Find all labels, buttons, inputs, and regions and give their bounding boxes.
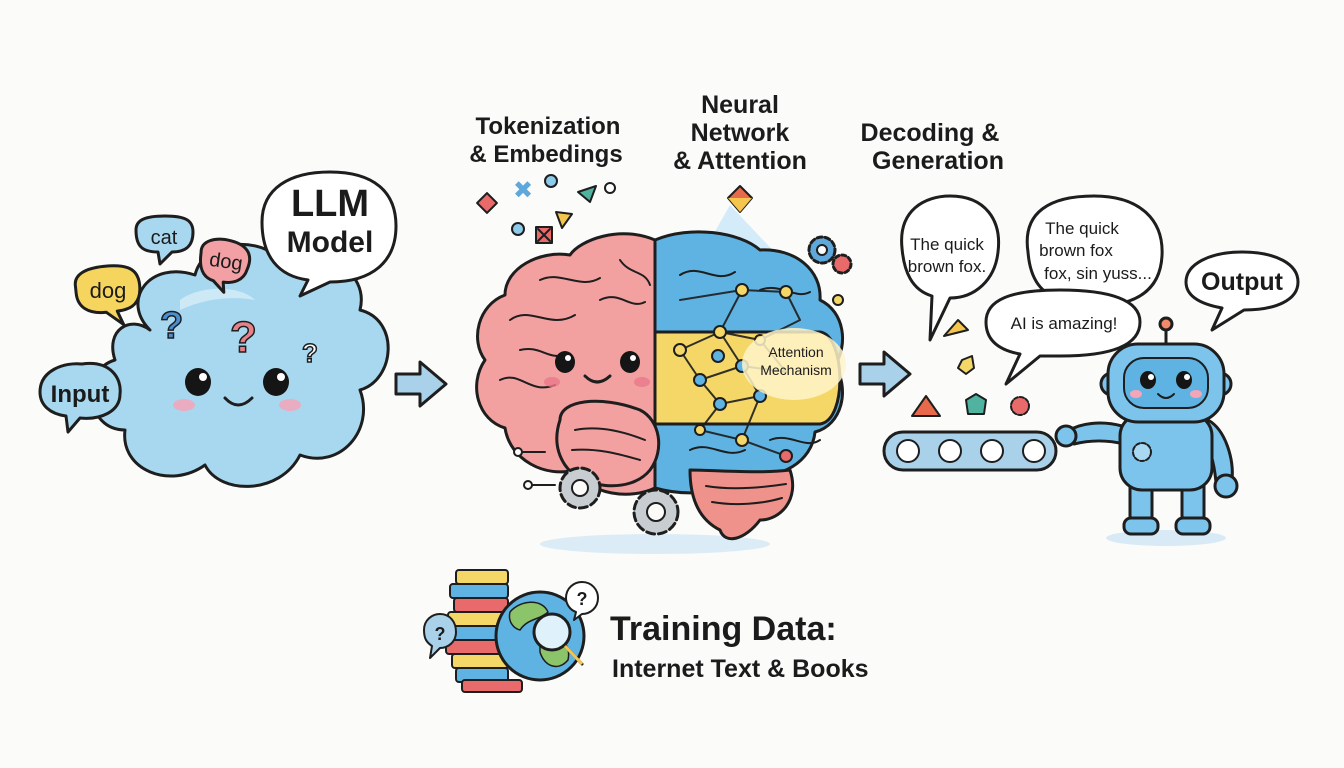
bubble1-line1: The quick xyxy=(910,235,984,254)
output-tokens xyxy=(911,319,1030,417)
bubble3-text: AI is amazing! xyxy=(1011,314,1118,333)
question-icon: ? xyxy=(302,338,318,368)
stage-tokenization: Tokenization & Embedings xyxy=(469,113,622,168)
conveyor-belt xyxy=(882,430,1058,472)
input-cloud: ? ? ? xyxy=(90,242,390,488)
attention-line1: Attention xyxy=(768,344,823,360)
word-bubble-dog-pink: dog xyxy=(199,237,252,294)
training-data-illustration: ? ? xyxy=(423,569,599,693)
neural-line2: Network xyxy=(691,119,790,147)
robot xyxy=(1054,316,1239,546)
training-subtitle: Internet Text & Books xyxy=(612,655,869,683)
right-eye xyxy=(263,368,289,396)
input-label-bubble: Input xyxy=(38,361,122,434)
training-title: Training Data: xyxy=(610,610,837,648)
network-nodes xyxy=(673,283,844,463)
speech-bubble-1: The quick brown fox. xyxy=(900,194,1001,342)
gear-icon xyxy=(632,488,680,536)
word-bubble-cat: cat xyxy=(134,214,195,266)
stage-neural: Neural Network & Attention xyxy=(673,91,807,175)
brain: Attention Mechanism xyxy=(475,185,853,554)
output-bubble: Output xyxy=(1184,250,1300,332)
word-bubble-dog-yellow: dog xyxy=(73,264,142,327)
tokenization-line1: Tokenization xyxy=(476,113,621,140)
arrow-right-icon xyxy=(858,350,912,398)
llm-model-bubble: LLM Model xyxy=(260,170,398,298)
arrow-right-icon xyxy=(394,360,448,408)
word-dog-1: dog xyxy=(90,278,127,303)
model-text: Model xyxy=(287,226,374,259)
question-icon: ? xyxy=(160,305,183,347)
token-shapes: ✖ xyxy=(476,174,616,244)
training-data-caption: Training Data: Internet Text & Books xyxy=(610,610,869,683)
decoding-line1: Decoding & xyxy=(861,119,1000,147)
attention-line2: Mechanism xyxy=(760,362,832,378)
word-dog-2: dog xyxy=(208,249,244,275)
word-cat: cat xyxy=(151,227,178,249)
decoding-line2: Generation xyxy=(872,147,1004,175)
speech-bubble-3: AI is amazing! xyxy=(984,288,1142,386)
question-icon: ? xyxy=(577,589,588,609)
neural-line3: & Attention xyxy=(673,147,807,175)
bubble1-line2: brown fox. xyxy=(908,257,986,276)
svg-text:✖: ✖ xyxy=(513,176,533,204)
left-eye xyxy=(185,368,211,396)
question-icon: ? xyxy=(230,313,257,362)
tokenization-line2: & Embedings xyxy=(469,141,622,168)
output-label: Output xyxy=(1201,268,1284,296)
question-icon: ? xyxy=(435,624,446,644)
gear-icon xyxy=(558,466,602,510)
input-label: Input xyxy=(51,381,110,408)
gear-icon xyxy=(807,235,853,275)
bubble2-line1: The quick xyxy=(1045,219,1119,238)
llm-text: LLM xyxy=(291,183,369,225)
bubble2-line2: brown fox xyxy=(1039,241,1113,260)
neural-line1: Neural xyxy=(701,91,779,119)
bubble2-line3: fox, sin yuss... xyxy=(1044,264,1152,283)
stage-decoding: Decoding & Generation xyxy=(861,119,1004,175)
